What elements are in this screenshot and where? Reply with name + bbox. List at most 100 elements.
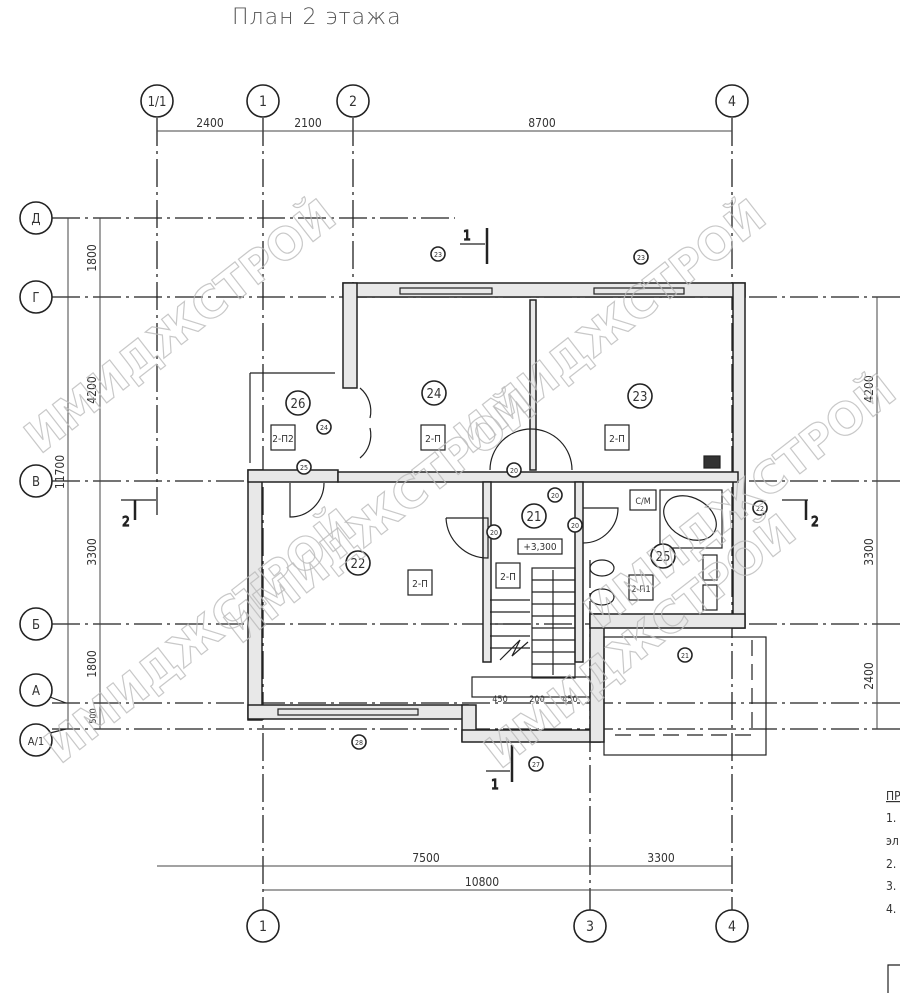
svg-text:2.: 2. — [886, 857, 896, 871]
svg-text:22: 22 — [756, 505, 764, 513]
axis-bubble-1-bottom: 1 — [246, 909, 280, 943]
svg-text:20: 20 — [490, 529, 498, 537]
room-21: 21 — [521, 503, 547, 529]
room-22: 22 — [345, 550, 371, 576]
dim-left-4: 1800 — [85, 650, 99, 678]
room-23: 23 — [627, 383, 653, 409]
dim-right-2: 3300 — [862, 538, 876, 566]
marker: 23 — [430, 246, 446, 262]
room-25: 25 — [650, 543, 676, 569]
marker: 21 — [677, 647, 693, 663]
svg-text:1: 1 — [259, 919, 267, 935]
svg-text:2: 2 — [122, 515, 129, 530]
svg-text:Д: Д — [31, 212, 40, 227]
bathroom-fixtures — [589, 455, 723, 611]
svg-text:2: 2 — [811, 515, 818, 530]
svg-text:ИМИДЖСТРОЙ: ИМИДЖСТРОЙ — [14, 188, 345, 463]
marker: 20 — [486, 524, 502, 540]
stair-dim-3: 450 — [562, 695, 577, 705]
dim-bottom-total: 10800 — [465, 875, 499, 889]
svg-text:28: 28 — [355, 739, 363, 747]
dimension-lines — [67, 130, 878, 891]
room-tag: 2-П2 — [270, 424, 296, 451]
section-mark-1-top: 1 — [460, 228, 489, 264]
axis-bubble-3-bottom: 3 — [573, 909, 607, 943]
axis-bubble-1-1: 1/1 — [140, 84, 174, 118]
room-24: 24 — [421, 380, 447, 406]
section-mark-2-right: 2 — [782, 499, 819, 531]
axis-bubble-1: 1 — [246, 84, 280, 118]
svg-text:1: 1 — [463, 229, 470, 244]
room-tag: 2-П — [495, 562, 521, 589]
markers: 23 23 24 25 20 20 20 20 22 21 28 27 — [296, 246, 768, 772]
axis-bubble-2: 2 — [336, 84, 370, 118]
svg-text:21: 21 — [527, 510, 542, 525]
axis-bubble-D: Д — [19, 201, 53, 235]
svg-text:24: 24 — [320, 424, 328, 432]
svg-text:+3,300: +3,300 — [523, 542, 557, 553]
dim-right-3: 2400 — [862, 662, 876, 690]
room-tag: 2-П — [604, 424, 630, 451]
svg-text:25: 25 — [656, 550, 671, 565]
axis-bubble-B: Б — [19, 607, 53, 641]
balcony — [603, 636, 767, 756]
dim-top-3: 8700 — [528, 116, 556, 130]
svg-text:2-П: 2-П — [425, 434, 441, 445]
room-tag: 2-П — [407, 569, 433, 596]
room-tag: 2-П1 — [628, 574, 654, 601]
dim-left-total: 11700 — [53, 455, 67, 489]
stairs — [471, 567, 591, 698]
room-26: 26 — [285, 390, 311, 416]
svg-text:20: 20 — [510, 467, 518, 475]
svg-text:Б: Б — [32, 618, 40, 633]
svg-text:4: 4 — [728, 94, 736, 110]
vertical-axes — [156, 118, 733, 910]
room-tag: 2-П — [420, 424, 446, 451]
svg-text:23: 23 — [633, 390, 648, 405]
axis-bubble-V: В — [19, 464, 53, 498]
axis-bubble-4-bottom: 4 — [715, 909, 749, 943]
svg-text:4: 4 — [728, 919, 736, 935]
svg-text:27: 27 — [532, 761, 540, 769]
svg-text:21: 21 — [681, 652, 689, 660]
svg-text:1: 1 — [259, 94, 267, 110]
dim-left-5: 500 — [89, 708, 99, 723]
axis-bubble-4: 4 — [715, 84, 749, 118]
svg-text:2-П: 2-П — [500, 572, 516, 583]
svg-text:2: 2 — [349, 94, 357, 110]
svg-text:20: 20 — [551, 492, 559, 500]
washer-label: С/М — [635, 497, 650, 507]
washer-box — [629, 489, 657, 511]
svg-text:24: 24 — [427, 387, 442, 402]
svg-text:1/1: 1/1 — [148, 95, 167, 110]
dim-bottom-2: 3300 — [647, 851, 675, 865]
stair-dim-2: 200 — [529, 695, 544, 705]
marker: 27 — [528, 756, 544, 772]
svg-text:А/1: А/1 — [28, 735, 44, 748]
dim-bottom-1: 7500 — [412, 851, 440, 865]
section-mark-2-left: 2 — [121, 499, 156, 531]
svg-text:В: В — [32, 475, 40, 490]
section-mark-1-bottom: 1 — [486, 745, 514, 794]
svg-text:22: 22 — [351, 557, 366, 572]
notes: ПР 1. эл 2. 3. 4. — [886, 789, 900, 993]
stair-dim-1: 450 — [492, 695, 507, 705]
dim-left-1: 1800 — [85, 244, 99, 272]
watermark: ИМИДЖСТРОЙ ИМИДЖСТРОЙ ИМИДЖСТРОЙ ИМИДЖСТ… — [14, 188, 900, 779]
svg-text:4.: 4. — [886, 902, 896, 916]
dim-left-3: 3300 — [85, 538, 99, 566]
axis-bubble-A: А — [19, 673, 67, 707]
marker: 24 — [316, 419, 332, 435]
dim-top-2: 2100 — [294, 116, 322, 130]
svg-text:23: 23 — [434, 251, 442, 259]
svg-text:1.: 1. — [886, 811, 896, 825]
marker: 20 — [547, 487, 563, 503]
svg-text:2-П: 2-П — [609, 434, 625, 445]
svg-text:ИМИДЖСТРОЙ: ИМИДЖСТРОЙ — [34, 498, 365, 773]
axis-bubble-A-1: А/1 — [19, 723, 67, 757]
svg-text:ПР: ПР — [886, 789, 900, 803]
dim-left-2: 4200 — [85, 376, 99, 404]
svg-text:2-П1: 2-П1 — [631, 585, 650, 595]
svg-text:25: 25 — [300, 464, 308, 472]
